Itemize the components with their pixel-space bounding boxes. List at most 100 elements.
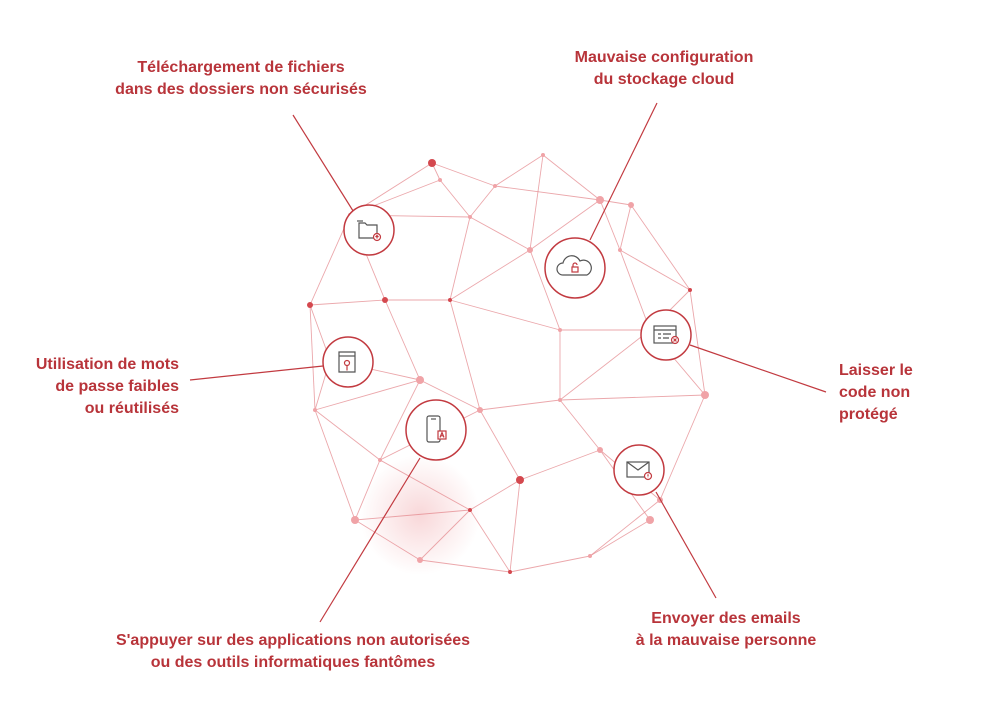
mesh-edge [589, 519, 651, 557]
mesh-edge [469, 509, 511, 573]
mesh-edge [449, 299, 481, 411]
label-email: Envoyer des emails à la mauvaise personn… [636, 608, 817, 652]
mesh-edge [419, 509, 471, 561]
mesh-dot [351, 516, 359, 524]
glow-spot [360, 455, 480, 575]
mesh-edge [449, 299, 561, 331]
label-email-line2: à la mauvaise personne [635, 632, 817, 649]
node-apps [405, 399, 467, 461]
mesh-dot [527, 247, 533, 253]
mesh-dot [438, 178, 442, 182]
mesh-dot [516, 476, 524, 484]
node-code [640, 309, 692, 361]
mesh-dot [558, 328, 562, 332]
mesh-lines [309, 154, 706, 573]
label-cloud-line2: du stockage cloud [593, 71, 735, 88]
mesh-edge [309, 299, 386, 306]
mesh-edge [354, 519, 421, 561]
mesh-dot [618, 248, 622, 252]
mesh-dot [477, 407, 483, 413]
mesh-dot [382, 297, 388, 303]
mesh-edge [479, 409, 521, 481]
mesh-edge [314, 409, 356, 521]
cloud-lock-icon [556, 255, 592, 276]
mesh-edge [354, 509, 471, 521]
mesh-dot [378, 458, 382, 462]
mesh-edge [354, 459, 381, 521]
mesh-edge [314, 379, 421, 411]
mesh-dot [688, 288, 692, 292]
mesh-edge [659, 394, 706, 501]
mesh-dot [588, 554, 592, 558]
leader-lines [189, 102, 827, 623]
mesh-edge [529, 199, 601, 251]
leader-line [319, 457, 421, 623]
mesh-edge [689, 289, 706, 396]
mesh-edge [619, 249, 651, 331]
mesh-dot [493, 184, 497, 188]
mesh-dot [448, 298, 452, 302]
mesh-dot [541, 153, 545, 157]
mesh-edge [630, 204, 691, 291]
mesh-edge [619, 249, 691, 291]
label-upload: Téléchargement de fichiers dans des doss… [115, 57, 367, 101]
mesh-edge [599, 199, 621, 251]
mesh-edge [509, 555, 591, 573]
mobile-app-icon [426, 415, 447, 443]
label-code: Laisser le code non protégé [839, 360, 913, 426]
mesh-edge [519, 449, 601, 481]
mesh-edge [589, 499, 661, 557]
mesh-edge [509, 479, 521, 573]
label-email-line1: Envoyer des emails [651, 610, 801, 627]
mesh-dot [701, 391, 709, 399]
label-upload-line2: dans des dossiers non sécurisés [115, 81, 367, 98]
node-upload [343, 204, 395, 256]
mesh-edge [469, 479, 521, 511]
label-apps-line2: ou des outils informatiques fantômes [150, 654, 436, 671]
label-passwords-line3: ou réutilisés [84, 400, 179, 417]
mesh-dot [597, 447, 603, 453]
label-upload-line1: Téléchargement de fichiers [137, 59, 345, 76]
label-apps-line1: S'appuyer sur des applications non autor… [115, 632, 471, 649]
mesh-edge [559, 329, 651, 401]
mesh-edge [479, 399, 561, 411]
mesh-edge [449, 216, 471, 301]
mesh-dot [313, 408, 317, 412]
mesh-dot [417, 557, 423, 563]
mesh-edge [529, 154, 544, 251]
leader-line [189, 365, 324, 381]
mesh-edge [384, 299, 421, 381]
mesh-edge [379, 459, 471, 511]
mesh-dot [558, 398, 562, 402]
folder-upload-icon [357, 220, 382, 242]
mesh-edge [619, 204, 632, 251]
mesh-edge [379, 379, 421, 461]
label-code-line1: Laisser le [839, 362, 913, 379]
label-cloud: Mauvaise configuration du stockage cloud [575, 47, 754, 91]
mesh-dot [508, 570, 512, 574]
mesh-edge [469, 185, 496, 218]
label-code-line2: code non [839, 384, 911, 401]
leader-line [689, 344, 827, 393]
label-apps: S'appuyer sur des applications non autor… [116, 630, 470, 674]
mesh-dot [307, 302, 313, 308]
mesh-edge [419, 559, 511, 573]
mesh-edge [542, 154, 601, 201]
mesh-edge [599, 199, 632, 206]
label-passwords-line1: Utilisation de mots [35, 356, 179, 373]
leader-line [655, 491, 717, 599]
mesh-edge [469, 216, 531, 251]
label-passwords: Utilisation de mots de passe faibles ou … [36, 354, 179, 420]
mesh-edge [314, 409, 381, 461]
code-window-icon [653, 325, 680, 345]
mesh-dot [468, 508, 472, 512]
label-code-line3: protégé [839, 406, 898, 423]
mesh-dot [428, 159, 436, 167]
mesh-edge [419, 379, 481, 411]
mesh-dot [628, 202, 634, 208]
mesh-edge [494, 154, 544, 187]
mesh-edge [559, 399, 601, 451]
mesh-dot [646, 516, 654, 524]
